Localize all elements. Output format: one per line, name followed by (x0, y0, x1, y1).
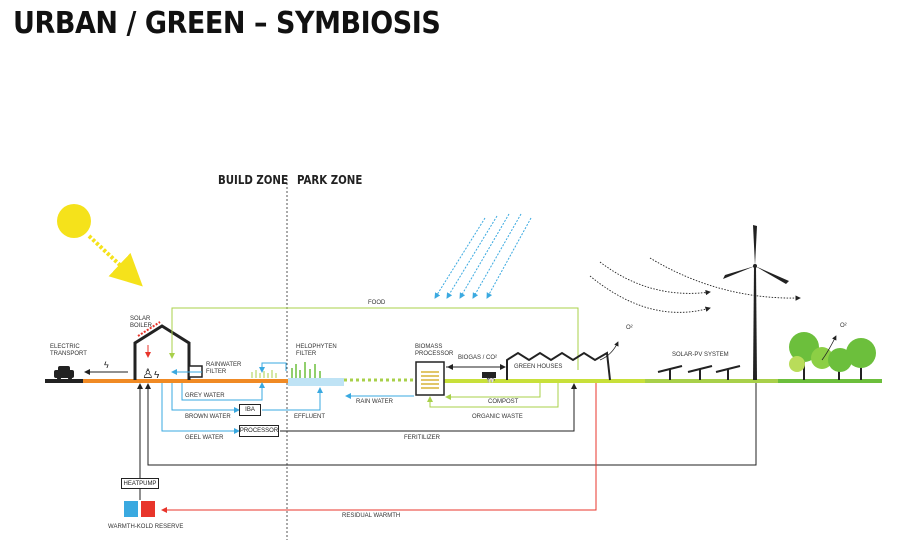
solar-boiler-label: SOLAR BOILER (130, 316, 153, 329)
heatpump-box: HEATPUMP (121, 478, 159, 489)
biomass-processor-box (415, 361, 445, 396)
helophyten-filter-label: HELOPHYTEN FILTER (296, 344, 337, 357)
electric-transport-label: ELECTRIC TRANSPORT (50, 344, 87, 357)
warm-reserve-tank (141, 501, 155, 517)
organic-waste-label: ORGANIC WASTE (472, 414, 523, 420)
cow-body (482, 372, 496, 378)
feritilizer-label: FERITILIZER (404, 435, 441, 441)
o2-greenhouse-label: O² (626, 325, 633, 331)
house-icon (133, 324, 191, 380)
processor-box: PROCESSOR (239, 425, 279, 437)
compost-line (445, 383, 541, 400)
return-line-inner (145, 383, 757, 466)
solar-pv-label: SOLAR-PV SYSTEM (672, 352, 729, 358)
food-label: FOOD (368, 300, 386, 306)
compost-label: COMPOST (488, 399, 519, 405)
grey-water-label: GREY WATER (185, 393, 225, 399)
biomass-processor-label: BIOMASS PROCESSOR (415, 344, 454, 357)
rain-icon (434, 213, 532, 299)
page-title: URBAN / GREEN – SYMBIOSIS (13, 6, 441, 41)
house-bolt-icon: ϟ (154, 370, 160, 381)
effluent-label: EFFLUENT (294, 414, 326, 420)
helophyten-to-rainwater (259, 362, 287, 373)
solar-boiler-panel (137, 321, 161, 337)
greenhouse-icon (506, 351, 611, 381)
grey-water-line (181, 382, 265, 401)
food-flow-line (169, 307, 579, 370)
trees-icon (789, 332, 876, 380)
green-houses-label: GREEN HOUSES (514, 364, 563, 370)
biogas-label: BIOGAS / CO² (458, 355, 498, 361)
warmth-kold-reserve-label: WARMTH-KOLD RESERVE (108, 524, 184, 530)
wind-icon (589, 257, 801, 313)
rain-water-label: RAIN WATER (356, 399, 393, 405)
park-zone-label: PARK ZONE (297, 173, 363, 187)
solar-pv-icon (657, 365, 741, 380)
residual-warmth-label: RESIDUAL WARMTH (342, 513, 401, 519)
bolt-icon: ϟ (104, 360, 109, 370)
rainwater-filter-label: RAINWATER FILTER (206, 362, 242, 375)
o2-trees-label: O² (840, 323, 847, 329)
biomass-layers-icon (421, 371, 439, 389)
car-icon (54, 366, 74, 381)
iba-box: IBA (239, 404, 261, 416)
helophyten-reeds-icon (291, 362, 321, 378)
brown-water-label: BROWN WATER (185, 414, 231, 420)
wind-turbine-icon (723, 225, 789, 380)
helophyten-pool (288, 378, 344, 386)
o2-greenhouse-arrow (599, 341, 619, 361)
geel-water-line (161, 383, 240, 434)
cold-reserve-tank (124, 501, 138, 517)
build-zone-label: BUILD ZONE (218, 173, 288, 187)
o2-trees-arrow (821, 335, 837, 361)
feritilizer-line (280, 383, 577, 432)
person-icon: ♙ (142, 366, 154, 381)
geel-water-label: GEEL WATER (185, 435, 224, 441)
sun-icon (57, 204, 143, 287)
organic-waste-line (427, 383, 559, 408)
rainwater-grass-icon (251, 370, 277, 378)
residual-warmth-line (161, 383, 597, 513)
brown-water-line (171, 383, 240, 413)
iba-to-effluent-line (262, 387, 323, 411)
